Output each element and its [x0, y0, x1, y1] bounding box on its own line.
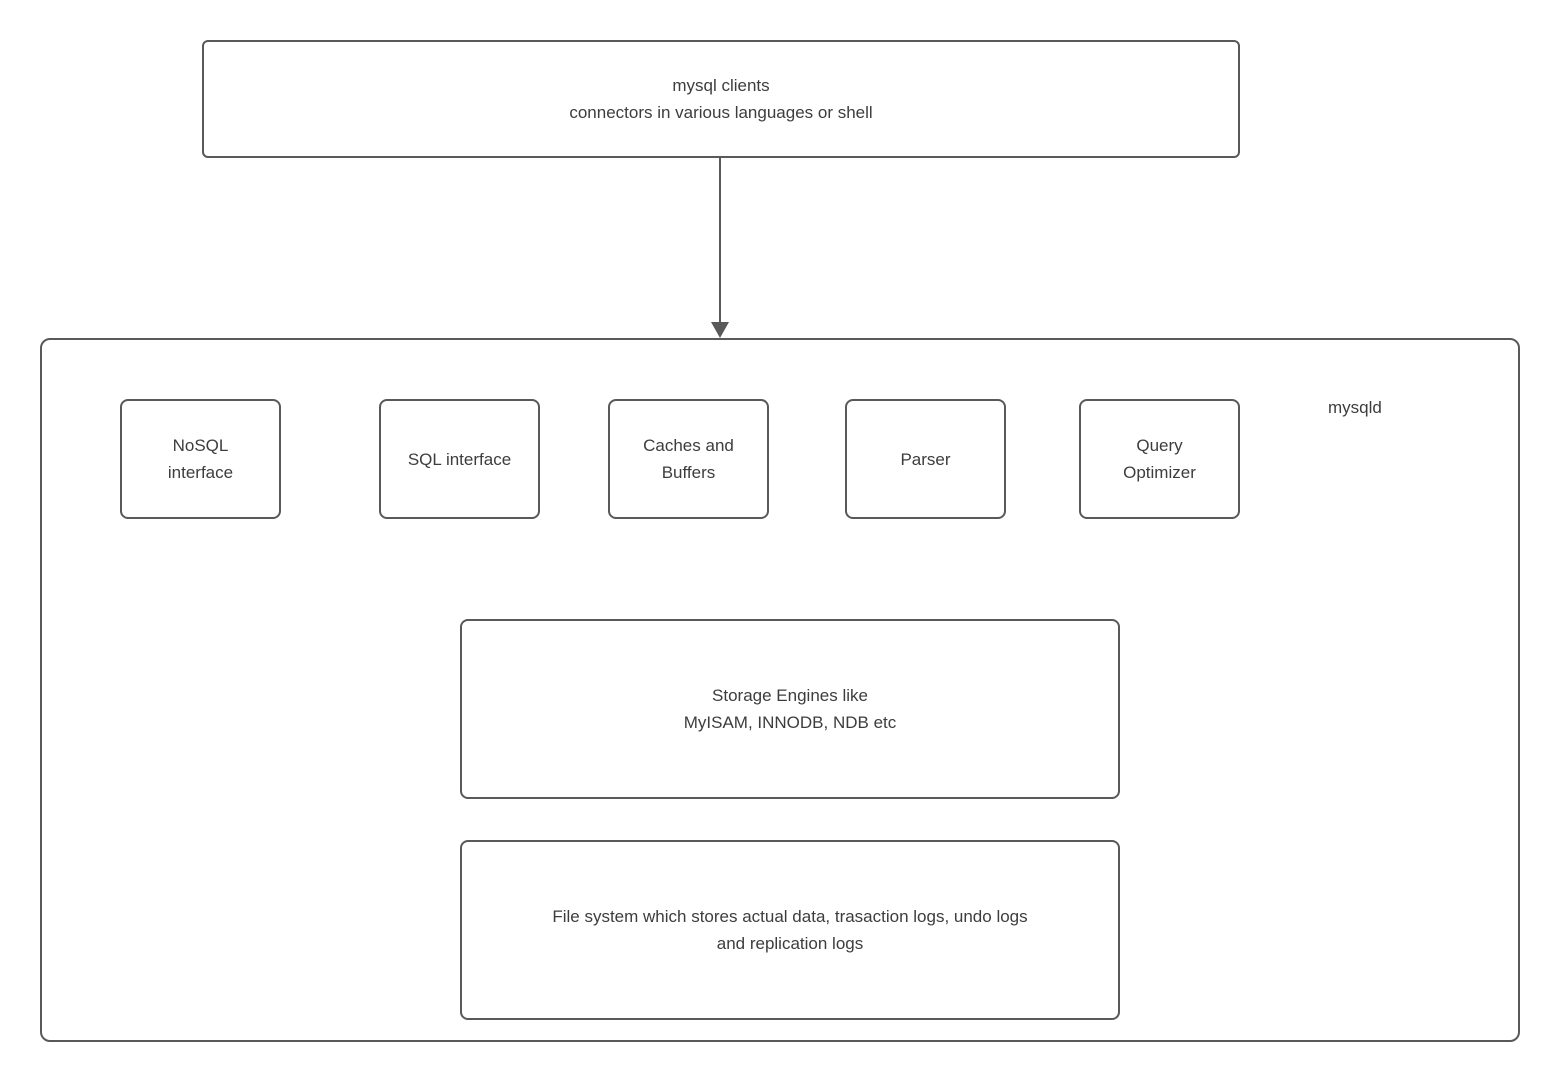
- component-label: Query Optimizer: [1123, 436, 1196, 482]
- file-system-label: File system which stores actual data, tr…: [552, 907, 1028, 953]
- clients-node: mysql clients connectors in various lang…: [202, 40, 1240, 158]
- component-query-optimizer: Query Optimizer: [1079, 399, 1240, 519]
- file-system-node: File system which stores actual data, tr…: [460, 840, 1120, 1020]
- mysqld-label: mysqld: [1328, 398, 1382, 417]
- storage-engines-label: Storage Engines like MyISAM, INNODB, NDB…: [683, 686, 897, 732]
- storage-engines-node: Storage Engines like MyISAM, INNODB, NDB…: [460, 619, 1120, 799]
- component-parser: Parser: [845, 399, 1006, 519]
- component-label: SQL interface: [407, 449, 512, 469]
- component-sql-interface: SQL interface: [379, 399, 540, 519]
- arrow-down-icon: [711, 322, 729, 338]
- component-caches-and-buffers: Caches and Buffers: [608, 399, 769, 519]
- component-label: NoSQL interface: [167, 436, 234, 482]
- component-label: Parser: [900, 449, 951, 469]
- component-nosql-interface: NoSQL interface: [120, 399, 281, 519]
- component-label: Caches and Buffers: [643, 436, 734, 482]
- clients-node-label: mysql clients connectors in various lang…: [569, 76, 873, 122]
- clients-to-mysqld-arrow-line: [719, 158, 721, 324]
